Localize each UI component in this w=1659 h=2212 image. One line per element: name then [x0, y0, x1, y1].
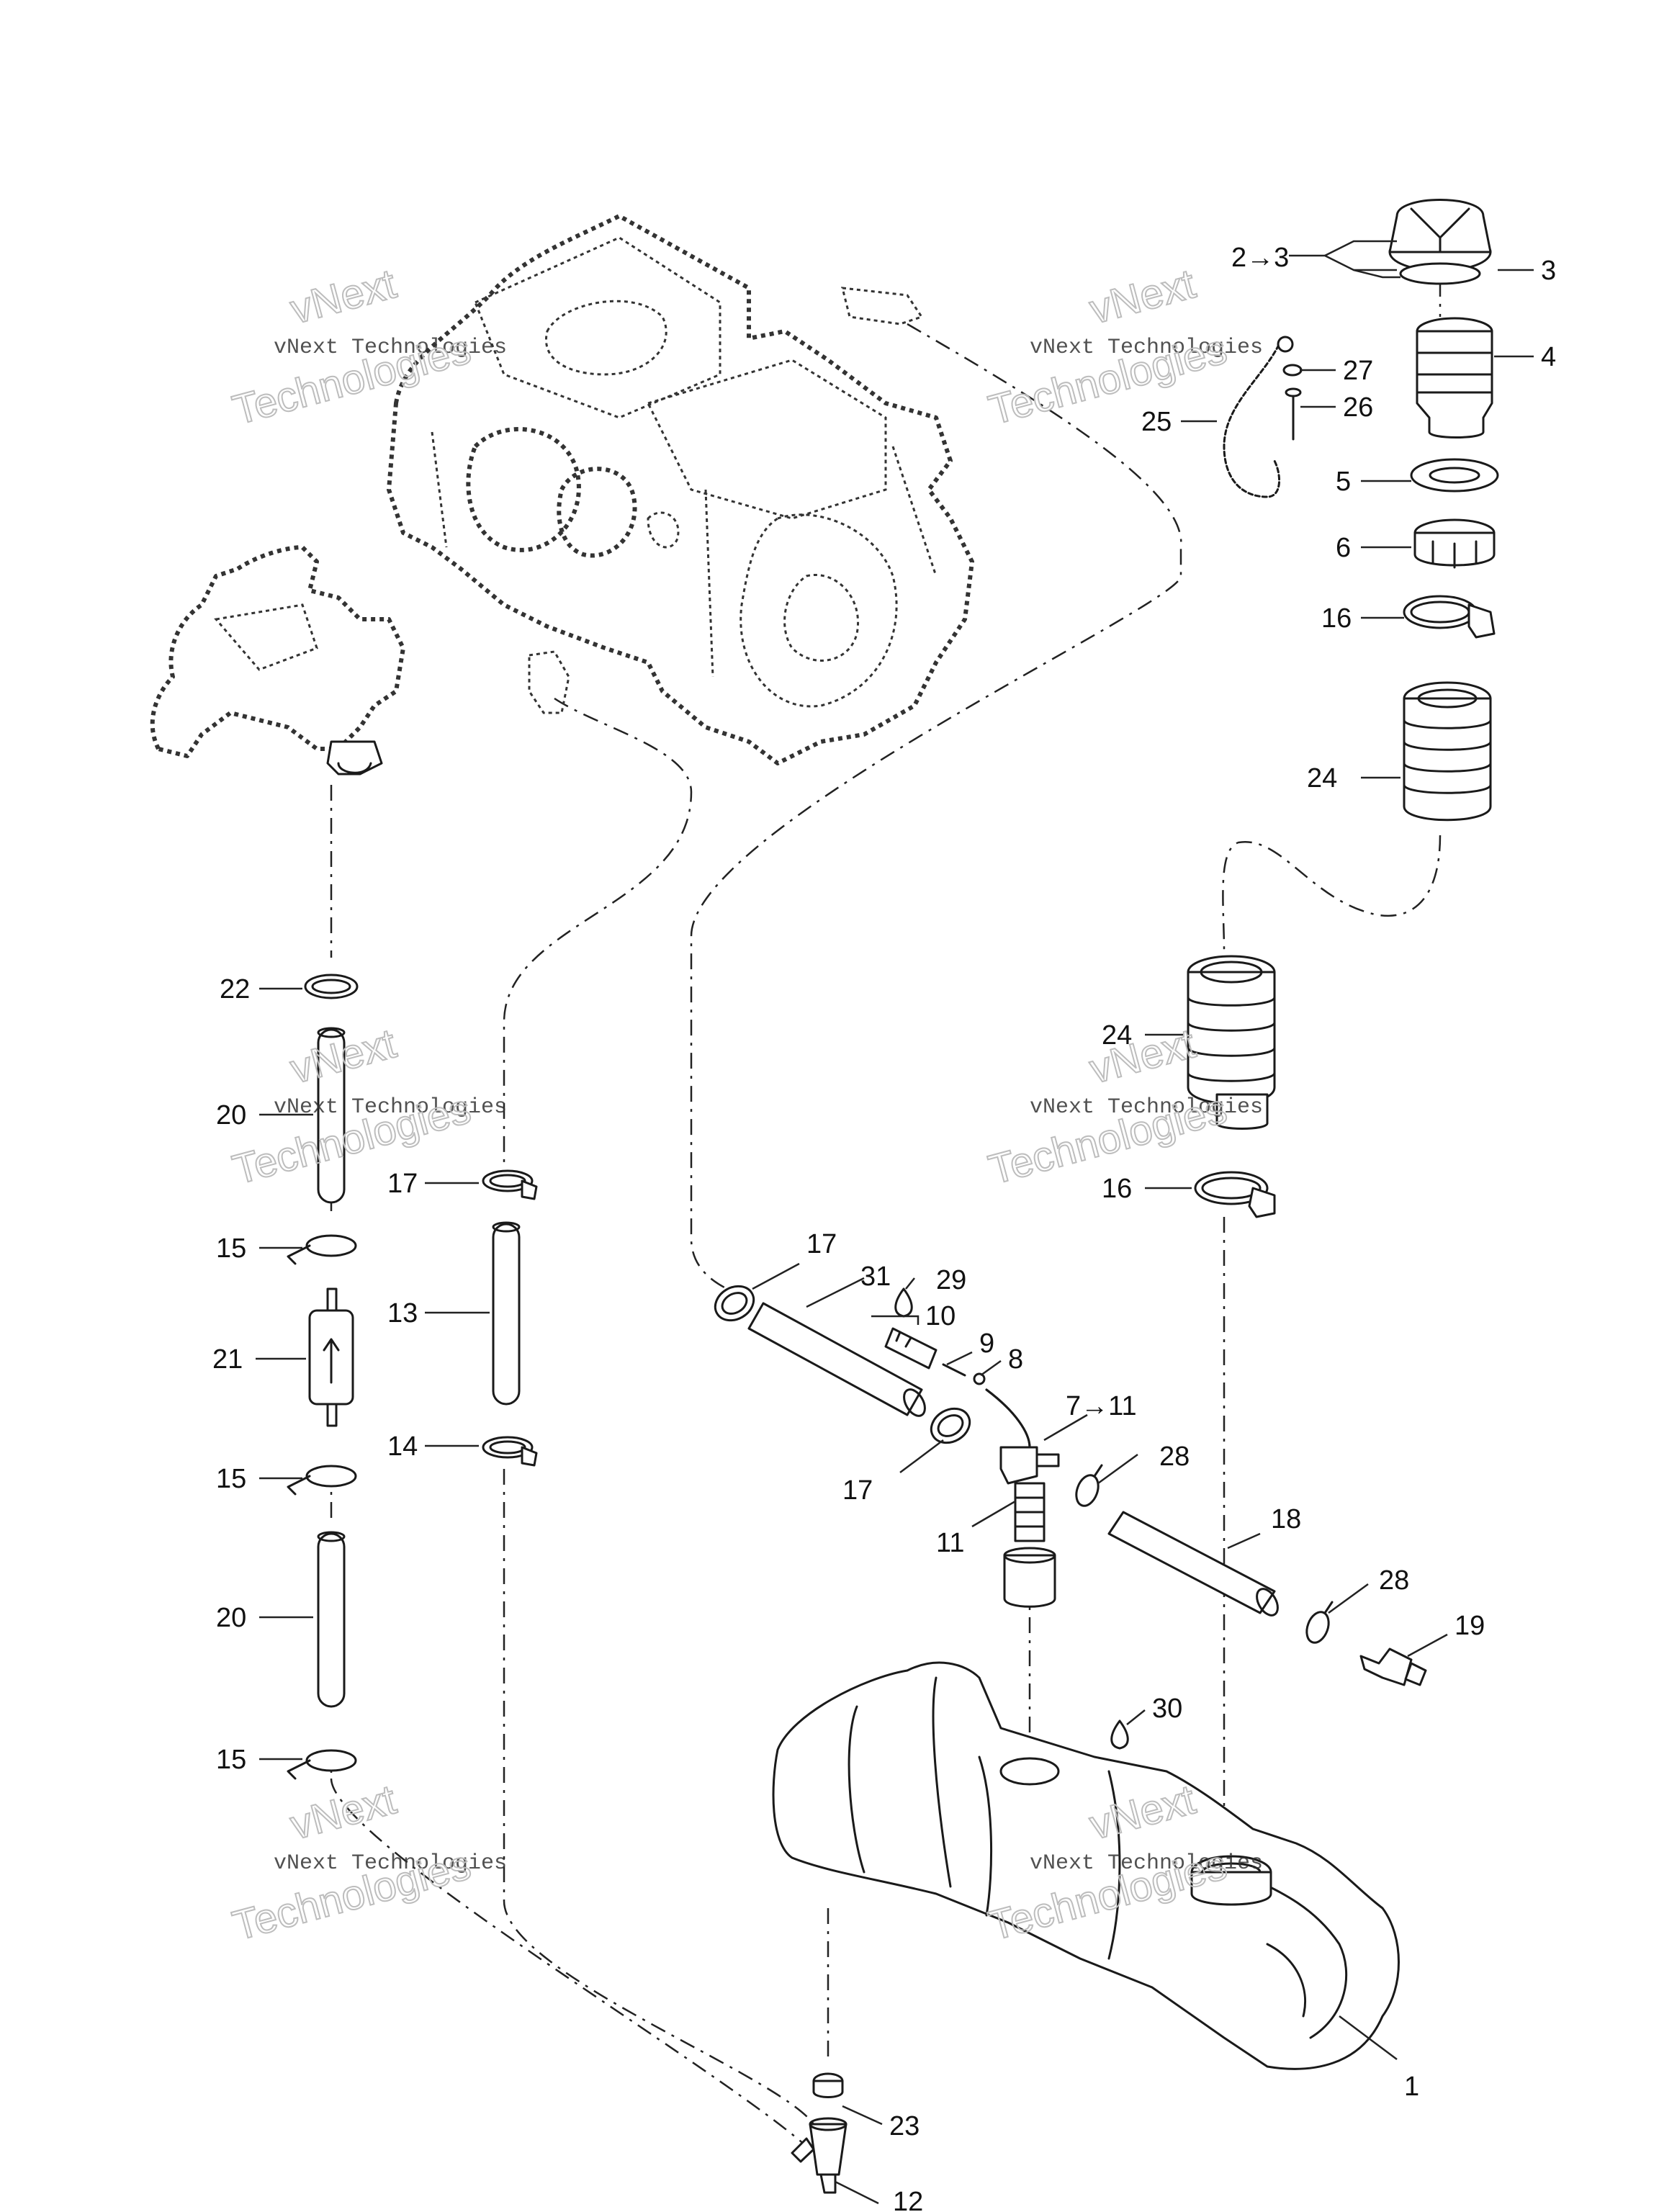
part-18-vent-hose [1107, 1511, 1279, 1617]
callout-2-3: 2→3 [1231, 243, 1289, 273]
callout-15-middle: 15 [216, 1464, 246, 1494]
watermark-top-left: vNext vNext Technologies Technologies [228, 259, 508, 434]
part-31-hose [747, 1302, 926, 1417]
part-23-grommet [812, 2072, 844, 2098]
callout-24-upper: 24 [1307, 763, 1337, 793]
callout-6: 6 [1336, 533, 1351, 563]
part-20-upper-hose [317, 1027, 346, 1204]
part-2-3-filler-cap [1388, 199, 1492, 272]
callout-21: 21 [212, 1344, 243, 1375]
callout-24-lower: 24 [1102, 1020, 1132, 1051]
part-10-sensor [884, 1327, 938, 1370]
callout-17-left: 17 [387, 1169, 418, 1199]
callout-18: 18 [1271, 1504, 1301, 1534]
watermark-middle-left: vNext vNext Technologies Technologies [228, 1019, 508, 1194]
watermark-top-right: vNext vNext Technologies Technologies [984, 259, 1264, 434]
callout-10: 10 [925, 1301, 956, 1331]
part-25-tether-chain [1223, 336, 1294, 498]
svg-text:vNext: vNext [286, 260, 401, 333]
callout-28-upper: 28 [1159, 1442, 1190, 1472]
callout-16-upper: 16 [1321, 603, 1352, 634]
svg-text:vNext Technologies: vNext Technologies [1030, 336, 1263, 360]
leader-lines [256, 240, 1534, 2205]
callout-9: 9 [979, 1328, 994, 1359]
part-17-pickup-clamp [714, 1285, 755, 1322]
svg-text:vNext: vNext [286, 1776, 401, 1848]
part-16-lower-clamp [1194, 1171, 1276, 1218]
callout-31: 31 [860, 1262, 891, 1292]
callout-14: 14 [387, 1431, 418, 1462]
part-12-tee-fitting [791, 2117, 848, 2194]
part-24-upper-bellows [1403, 681, 1492, 822]
callout-5: 5 [1336, 467, 1351, 497]
callout-20-upper: 20 [216, 1100, 246, 1130]
svg-text:vNext Technologies: vNext Technologies [274, 1095, 507, 1120]
callout-7-11: 7→11 [1066, 1391, 1137, 1421]
watermark-bottom-left: vNext vNext Technologies Technologies [228, 1775, 508, 1950]
part-5-seal-ring [1410, 458, 1499, 493]
engine-outline [387, 214, 974, 765]
part-15-lower-clip [287, 1749, 357, 1780]
svg-text:vNext Technologies: vNext Technologies [1030, 1095, 1263, 1120]
callout-1: 1 [1404, 2072, 1419, 2102]
part-19-check-valve [1359, 1647, 1427, 1686]
callout-29: 29 [936, 1265, 966, 1295]
svg-text:vNext Technologies: vNext Technologies [1030, 1851, 1263, 1876]
svg-text:vNext: vNext [1085, 260, 1200, 333]
upper-fitting-outline [528, 287, 924, 714]
callout-28-lower: 28 [1379, 1565, 1409, 1596]
part-28-lower-clip [1305, 1601, 1334, 1644]
callout-23: 23 [889, 2111, 920, 2141]
callout-25: 25 [1141, 407, 1172, 437]
callout-15-lower: 15 [216, 1745, 246, 1775]
part-4-filler-neck [1416, 317, 1493, 439]
part-26-rivet [1285, 387, 1302, 441]
svg-text:vNext Technologies: vNext Technologies [274, 336, 507, 360]
callout-26: 26 [1343, 392, 1373, 423]
callout-labels: 2→3 3 4 27 26 25 5 6 16 24 24 16 22 20 1… [212, 243, 1556, 2212]
part-24-lower-bellows [1187, 955, 1276, 1130]
callout-8: 8 [1008, 1344, 1023, 1375]
callout-15-upper: 15 [216, 1233, 246, 1264]
callout-19: 19 [1455, 1611, 1485, 1641]
part-17-left-clamp [482, 1169, 538, 1200]
callout-27: 27 [1343, 356, 1373, 386]
part-21-fuel-filter [308, 1287, 354, 1427]
svg-text:vNext Technologies: vNext Technologies [274, 1851, 507, 1876]
part-17-pickup-clamp-lower [930, 1407, 971, 1444]
part-16-upper-clamp [1403, 595, 1496, 639]
part-3-cap-gasket [1399, 262, 1481, 285]
part-30-sealant-drop [1110, 1719, 1129, 1750]
part-22-clamp [304, 974, 359, 999]
callout-30: 30 [1152, 1694, 1182, 1724]
part-20-lower-hose [317, 1531, 346, 1708]
callout-22: 22 [220, 974, 250, 1004]
fuel-pump-outline [150, 545, 405, 775]
callout-16-lower: 16 [1102, 1174, 1132, 1204]
callout-17-top: 17 [806, 1229, 837, 1259]
part-13-hose [492, 1221, 521, 1406]
part-1-fuel-tank [772, 1661, 1400, 2070]
part-9-screw [942, 1363, 966, 1377]
part-11-pickup-assembly [985, 1388, 1060, 1608]
part-15-upper-clip [287, 1234, 357, 1265]
callout-17-bottom: 17 [842, 1475, 873, 1506]
part-29-sealant-drop [894, 1287, 913, 1318]
callout-13: 13 [387, 1298, 418, 1328]
callout-11: 11 [936, 1528, 964, 1558]
callout-20-lower: 20 [216, 1603, 246, 1633]
part-6-nut [1413, 518, 1496, 569]
part-27-washer [1282, 364, 1303, 377]
callout-12: 12 [893, 2187, 923, 2212]
part-28-upper-clip [1075, 1464, 1103, 1507]
callout-4: 4 [1541, 342, 1556, 372]
part-8-washer [973, 1372, 986, 1385]
part-15-middle-clip [287, 1465, 357, 1496]
part-14-clamp [482, 1436, 538, 1467]
callout-3: 3 [1541, 256, 1556, 286]
